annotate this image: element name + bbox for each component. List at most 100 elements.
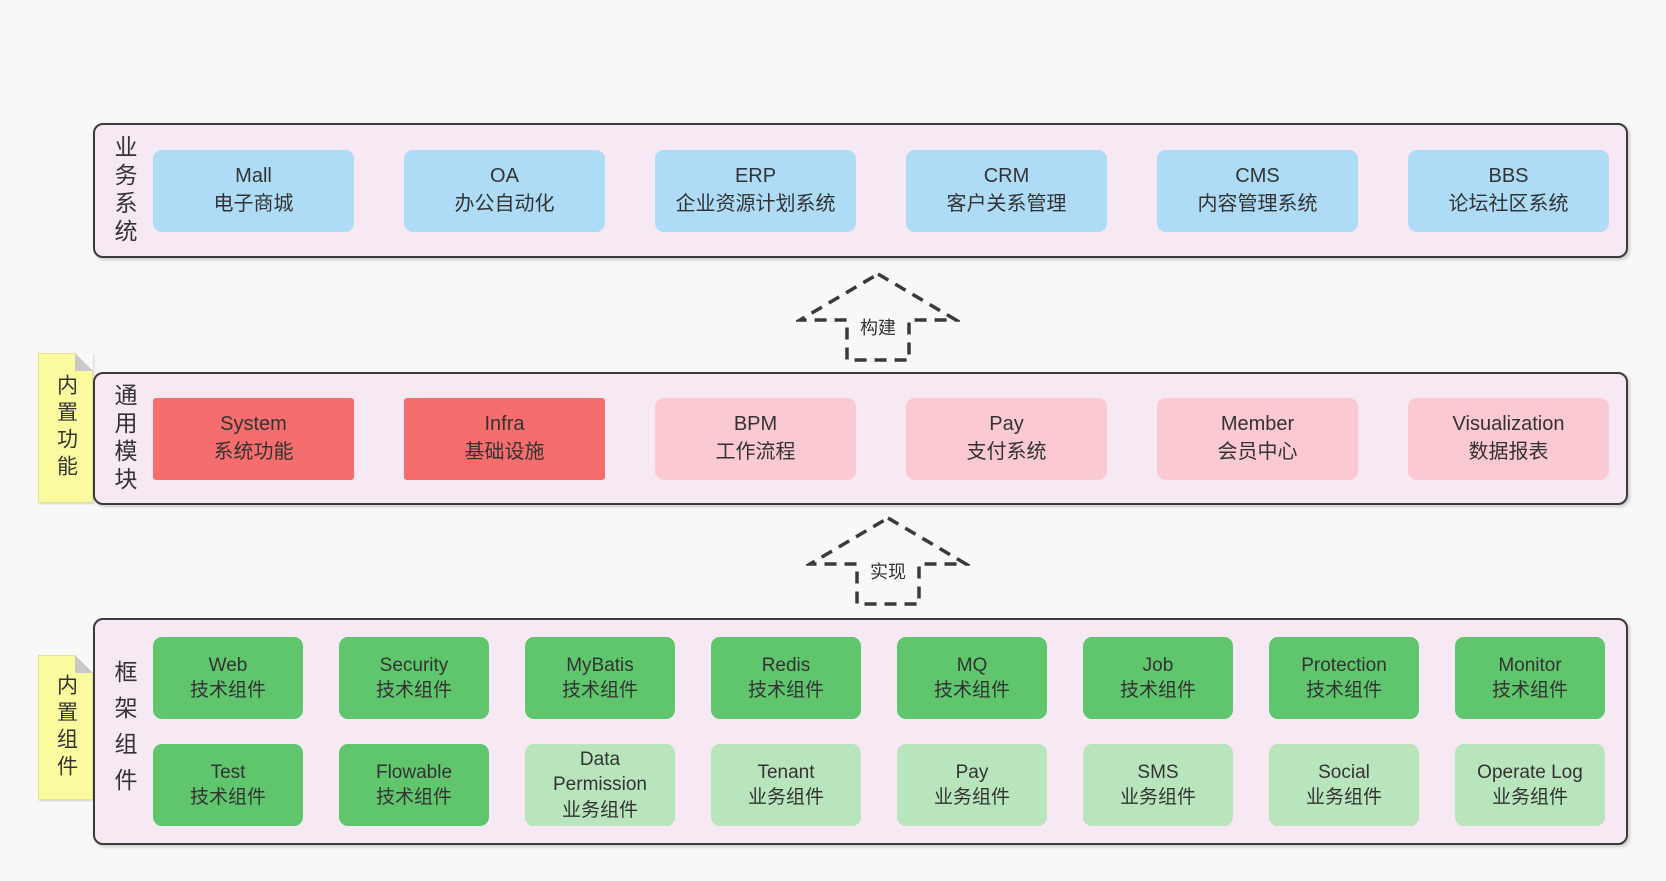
sticky-note-text: 内置功能 [54,374,78,482]
box-subtitle: 会员中心 [1217,440,1298,463]
box-bpm: BPM 工作流程 [655,397,856,480]
business-box-row: Mall 电子商城 OA 办公自动化 ERP 企业资源计划系统 CRM 客户关系… [153,149,1626,232]
box-title: Job [1142,654,1174,676]
box-test: Test 技术组件 [153,744,303,826]
box-mq: MQ 技术组件 [897,637,1047,719]
layer-framework-components: 框架组件 Web 技术组件 Security 技术组件 MyBatis 技术组件… [93,618,1628,845]
box-subtitle: 办公自动化 [454,192,555,215]
box-subtitle: 技术组件 [561,680,638,701]
layer-label-text: 框架组件 [111,659,137,804]
box-title: System [220,412,287,435]
box-title: MyBatis [566,654,634,676]
box-subtitle: 技术组件 [375,680,452,701]
box-member: Member 会员中心 [1157,397,1358,480]
box-title: Social [1318,761,1370,783]
box-data-permission: Data Permission 业务组件 [525,744,675,826]
box-cms: CMS 内容管理系统 [1157,149,1358,232]
box-subtitle: 技术组件 [1305,680,1382,701]
layer-common-modules: 通用模块 System 系统功能 Infra 基础设施 BPM 工作流程 Pay… [93,372,1628,505]
box-subtitle: 技术组件 [189,787,266,808]
box-sms: SMS 业务组件 [1083,744,1233,826]
arrow-build-label: 构建 [856,313,900,341]
layer-label-text: 通用模块 [111,382,137,495]
box-flowable: Flowable 技术组件 [339,744,489,826]
box-title: Pay [955,761,989,783]
box-title: MQ [956,654,988,676]
box-mall: Mall 电子商城 [153,149,354,232]
box-protection: Protection 技术组件 [1269,637,1419,719]
box-subtitle: 技术组件 [933,680,1010,701]
box-subtitle: 基础设施 [464,440,545,463]
box-title: BPM [733,412,778,435]
box-subtitle: 业务组件 [1119,787,1196,808]
box-title: SMS [1137,761,1179,783]
box-subtitle: 技术组件 [747,680,824,701]
box-title: Data Permission [553,749,647,796]
box-title: Pay [989,412,1024,435]
layer-label-components: 框架组件 [95,660,153,804]
box-title: Security [379,654,449,676]
components-grid: Web 技术组件 Security 技术组件 MyBatis 技术组件 Redi… [153,637,1626,826]
box-pay-biz: Pay 业务组件 [897,744,1047,826]
box-subtitle: 电子商城 [213,192,294,215]
sticky-note-text: 内置组件 [54,673,78,782]
box-subtitle: 业务组件 [561,799,638,821]
box-title: Mall [235,164,272,187]
box-job: Job 技术组件 [1083,637,1233,719]
box-crm: CRM 客户关系管理 [906,149,1107,232]
box-subtitle: 支付系统 [966,440,1047,463]
box-visualization: Visualization 数据报表 [1408,397,1609,480]
box-subtitle: 客户关系管理 [946,192,1067,215]
arrow-implement-label: 实现 [866,557,910,585]
block-arrow-up-icon [796,271,960,362]
box-pay: Pay 支付系统 [906,397,1107,480]
box-title: ERP [734,164,777,187]
box-subtitle: 数据报表 [1468,440,1549,463]
box-title: Protection [1301,654,1387,676]
arrow-implement: 实现 [806,515,970,607]
box-subtitle: 业务组件 [1305,787,1382,808]
box-subtitle: 技术组件 [189,680,266,701]
layer-label-business: 业务系统 [95,135,153,247]
box-system: System 系统功能 [153,397,354,480]
box-title: Tenant [757,761,815,783]
box-title: Web [208,654,248,676]
box-erp: ERP 企业资源计划系统 [655,149,856,232]
box-tenant: Tenant 业务组件 [711,744,861,826]
box-title: OA [490,164,519,187]
box-subtitle: 企业资源计划系统 [675,192,836,215]
box-title: Monitor [1498,654,1562,676]
box-title: Member [1220,412,1295,435]
box-subtitle: 工作流程 [715,440,796,463]
box-subtitle: 内容管理系统 [1197,192,1318,215]
box-title: Test [210,761,246,783]
box-title: Redis [761,654,811,676]
box-subtitle: 论坛社区系统 [1448,192,1569,215]
layer-business-systems: 业务系统 Mall 电子商城 OA 办公自动化 ERP 企业资源计划系统 CRM… [93,123,1628,258]
box-infra: Infra 基础设施 [404,397,605,480]
box-subtitle: 业务组件 [1491,787,1568,808]
modules-box-row: System 系统功能 Infra 基础设施 BPM 工作流程 Pay 支付系统… [153,397,1626,480]
box-bbs: BBS 论坛社区系统 [1408,149,1609,232]
box-oa: OA 办公自动化 [404,149,605,232]
box-subtitle: 技术组件 [1119,680,1196,701]
sticky-note-builtin-components: 内置组件 [38,655,93,800]
box-social: Social 业务组件 [1269,744,1419,826]
box-operate-log: Operate Log 业务组件 [1455,744,1605,826]
layer-label-text: 业务系统 [111,134,137,247]
box-monitor: Monitor 技术组件 [1455,637,1605,719]
box-mybatis: MyBatis 技术组件 [525,637,675,719]
box-title: Visualization [1452,412,1565,435]
box-subtitle: 系统功能 [213,440,294,463]
box-redis: Redis 技术组件 [711,637,861,719]
box-title: Operate Log [1477,761,1583,783]
box-web: Web 技术组件 [153,637,303,719]
box-subtitle: 技术组件 [1491,680,1568,701]
box-subtitle: 业务组件 [933,787,1010,808]
box-title: CMS [1235,164,1280,187]
layer-label-modules: 通用模块 [95,383,153,495]
box-title: Infra [484,412,525,435]
box-title: Flowable [375,761,453,783]
box-security: Security 技术组件 [339,637,489,719]
arrow-build: 构建 [796,271,960,363]
